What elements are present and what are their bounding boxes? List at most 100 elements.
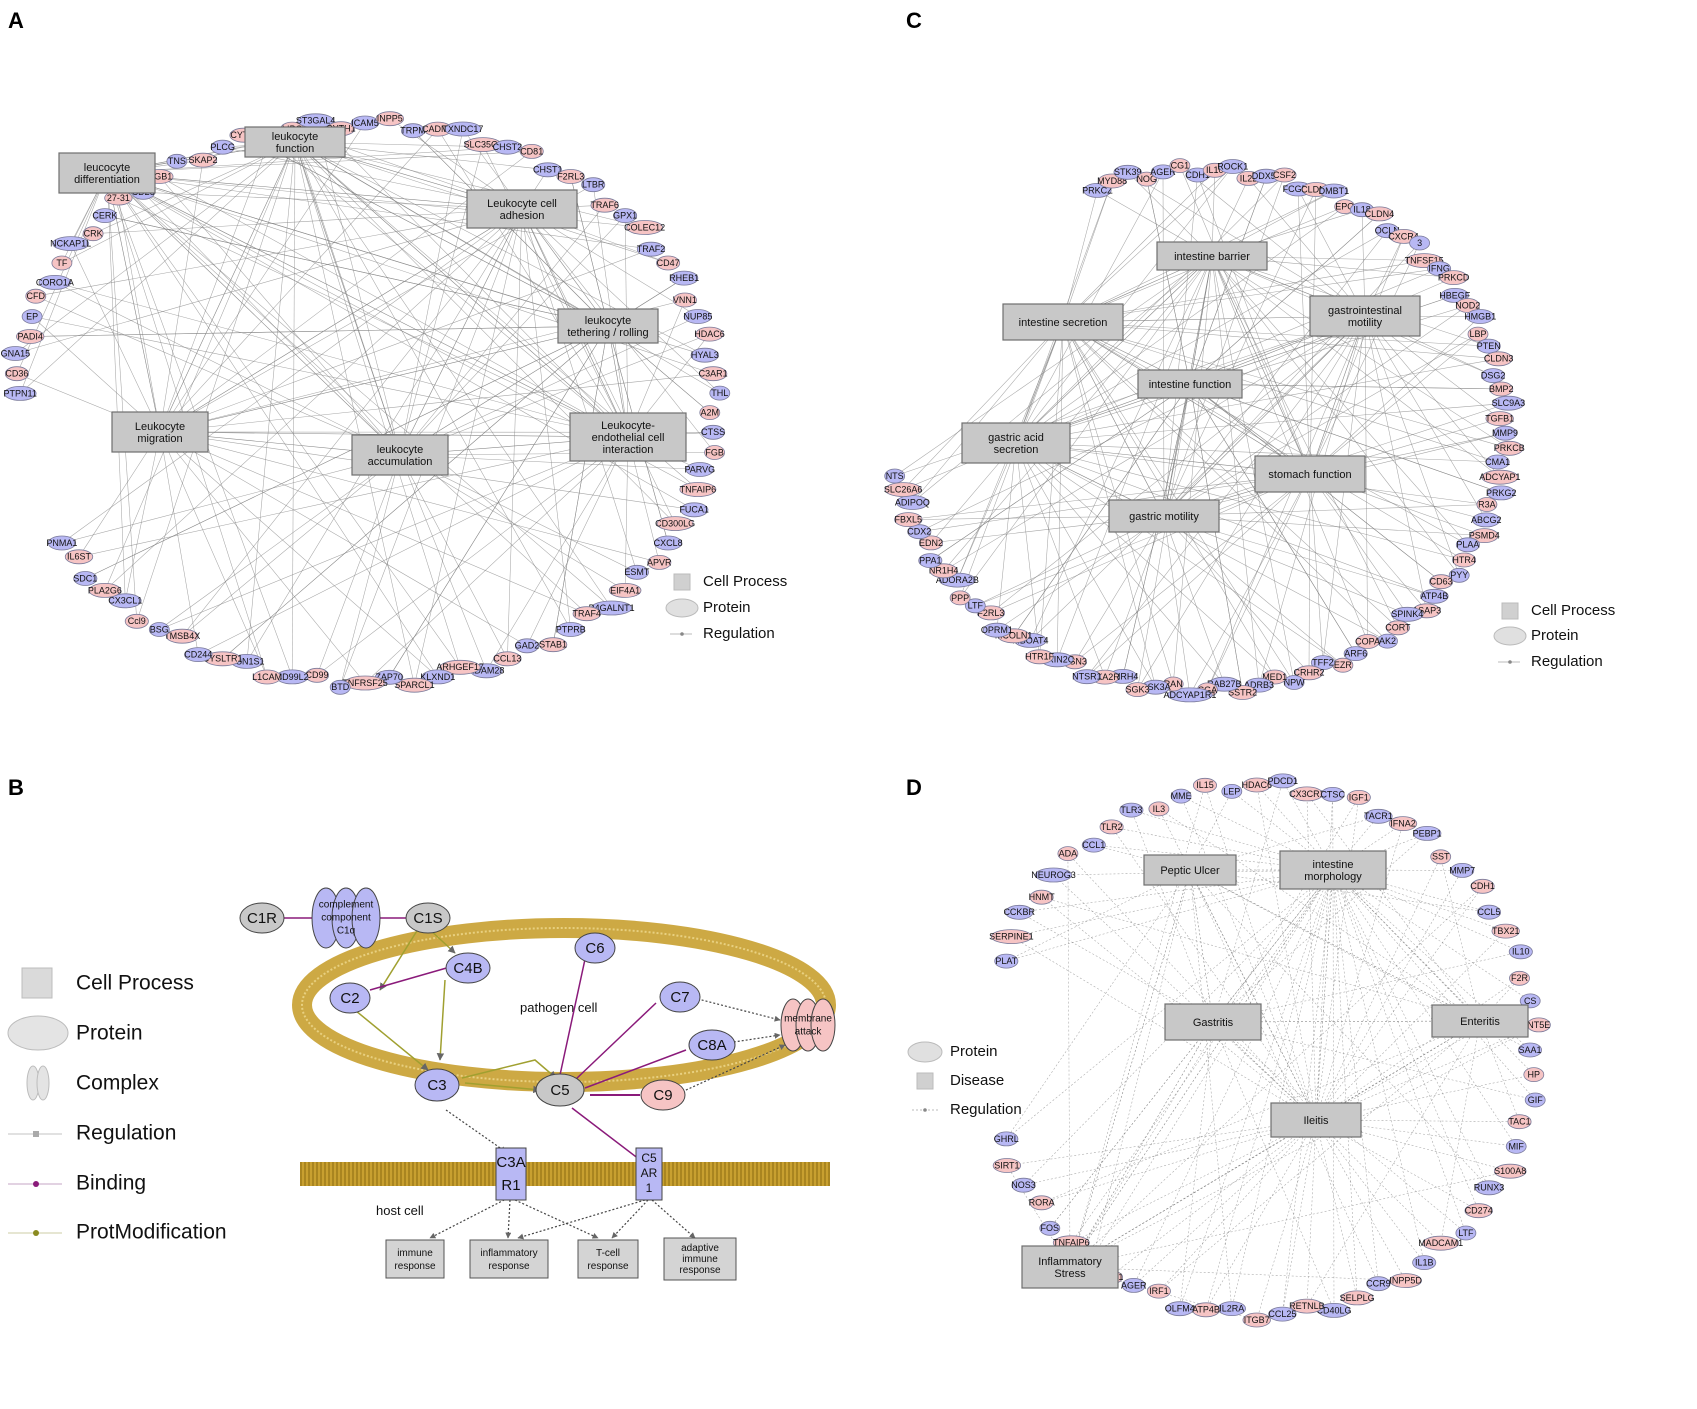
regulation-edge xyxy=(399,215,626,456)
process-edge xyxy=(1163,315,1366,517)
protein-node: CLDN4 xyxy=(1365,206,1394,222)
regulation-edge xyxy=(1306,793,1481,1022)
protein-node: FOS xyxy=(1039,1220,1061,1236)
regulation-edge xyxy=(990,473,1311,614)
regulation-edge xyxy=(943,315,1366,572)
regulation-edge xyxy=(104,208,523,591)
svg-text:CD300LG: CD300LG xyxy=(655,518,695,528)
regulation-edge xyxy=(1364,315,1368,642)
svg-text:SPINK4: SPINK4 xyxy=(1391,609,1423,619)
svg-text:CGA: CGA xyxy=(1198,685,1218,695)
regulation-edge xyxy=(1011,936,1317,1121)
svg-text:ASAP3: ASAP3 xyxy=(1412,606,1441,616)
regulation-edge xyxy=(1332,869,1379,1284)
regulation-edge xyxy=(1315,823,1404,1121)
svg-text:IL10: IL10 xyxy=(1206,165,1224,175)
svg-text:F2R: F2R xyxy=(1511,973,1529,983)
svg-text:ATP4B: ATP4B xyxy=(1420,591,1448,601)
protein-node: A2M xyxy=(699,405,721,421)
regulation-edge xyxy=(294,141,461,668)
svg-text:SAA1: SAA1 xyxy=(1518,1045,1541,1055)
protein-node: SDC1 xyxy=(73,571,97,586)
svg-text:C2: C2 xyxy=(340,990,359,1007)
regulation-edge xyxy=(159,454,401,630)
svg-text:response: response xyxy=(394,1261,436,1272)
regulation-edge xyxy=(106,172,439,678)
svg-text:TBX21: TBX21 xyxy=(1492,926,1520,936)
protein-node: OPRM1 xyxy=(981,622,1013,638)
svg-text:PLCG: PLCG xyxy=(210,142,235,152)
panel-label-c: C xyxy=(906,8,922,33)
svg-text:CD99L2: CD99L2 xyxy=(276,672,309,682)
regulation-edge xyxy=(1041,1020,1481,1204)
regulation-edge xyxy=(1015,166,1233,444)
regulation-edge xyxy=(1309,473,1427,611)
svg-text:DSG2: DSG2 xyxy=(1481,370,1506,380)
regulation-edge xyxy=(159,248,652,433)
c3-node: C3 xyxy=(414,1068,460,1102)
protein-node: ARF6 xyxy=(1343,646,1368,661)
svg-text:PTPN11: PTPN11 xyxy=(4,388,37,398)
protein-node: MADCAM1 xyxy=(1418,1235,1463,1251)
svg-text:CSN3: CSN3 xyxy=(1063,657,1087,667)
svg-text:intestine barrier: intestine barrier xyxy=(1174,251,1250,263)
regulation-edge xyxy=(294,141,415,686)
svg-text:KLXND1: KLXND1 xyxy=(420,672,455,682)
protein-node: CG1 xyxy=(1169,158,1191,174)
regulation-edge xyxy=(990,315,1366,614)
svg-text:C7: C7 xyxy=(670,989,689,1006)
regulation-edge xyxy=(975,473,1311,607)
svg-text:TLR2: TLR2 xyxy=(1101,822,1123,832)
svg-text:TXNDC17: TXNDC17 xyxy=(442,124,483,134)
svg-text:T-cell: T-cell xyxy=(596,1248,620,1259)
regulation-edge xyxy=(1189,213,1380,385)
regulation-edge xyxy=(1248,178,1366,317)
svg-text:TRAF6: TRAF6 xyxy=(590,200,619,210)
protein-node: PPA1 xyxy=(918,553,943,568)
c2-node: C2 xyxy=(329,982,371,1014)
svg-text:CDX2: CDX2 xyxy=(907,527,931,537)
regulation-edge xyxy=(1256,784,1334,871)
svg-text:Leukocyte-: Leukocyte- xyxy=(601,420,655,432)
svg-text:PTEN: PTEN xyxy=(1477,341,1501,351)
regulation-edge xyxy=(1332,869,1536,1101)
protein-node: SIRT1 xyxy=(992,1158,1022,1173)
svg-text:component: component xyxy=(321,913,371,924)
protein-node: TLR3 xyxy=(1119,802,1144,818)
protein-node: PLA2G6 xyxy=(88,583,122,598)
protein-node: NTSR1 xyxy=(1072,669,1102,685)
regulation-edge xyxy=(118,197,629,438)
regulation-edge xyxy=(1163,515,1191,695)
regulation-edge xyxy=(1440,1020,1481,1244)
regulation-edge xyxy=(1309,316,1481,475)
svg-text:COLEC12: COLEC12 xyxy=(624,222,665,232)
protein-node: PADI4 xyxy=(16,329,45,344)
protein-node: SKAP2 xyxy=(188,152,218,168)
regulation-edge xyxy=(54,282,401,456)
svg-text:GSK3A: GSK3A xyxy=(1141,682,1171,692)
regulation-edge xyxy=(957,442,1017,581)
protein-node: CCR9 xyxy=(1366,1276,1391,1292)
regulation-edge xyxy=(1023,1119,1317,1186)
protein-node: HTR1F xyxy=(1025,649,1055,665)
regulation-edge xyxy=(1006,869,1334,1140)
regulation-edge xyxy=(1049,1021,1214,1229)
regulation-edge xyxy=(181,208,523,637)
protein-node: IFNA2 xyxy=(1388,816,1418,831)
regulation-edge xyxy=(437,128,629,438)
svg-text:Enteritis: Enteritis xyxy=(1460,1016,1500,1028)
regulation-edge xyxy=(1315,1119,1406,1281)
process-edge xyxy=(1212,869,1334,1023)
regulation-edge xyxy=(78,431,161,557)
svg-text:response: response xyxy=(587,1261,629,1272)
regulation-edge xyxy=(1180,795,1317,1121)
svg-text:adaptive: adaptive xyxy=(681,1243,719,1254)
legend-regulation: Regulation xyxy=(76,1122,176,1145)
svg-text:CCL1: CCL1 xyxy=(1082,840,1105,850)
svg-text:BXA2R: BXA2R xyxy=(1090,672,1120,682)
svg-text:THL: THL xyxy=(711,388,728,398)
protein-node: SLC9A3 xyxy=(1492,395,1525,411)
svg-text:F2RL3: F2RL3 xyxy=(557,171,584,181)
